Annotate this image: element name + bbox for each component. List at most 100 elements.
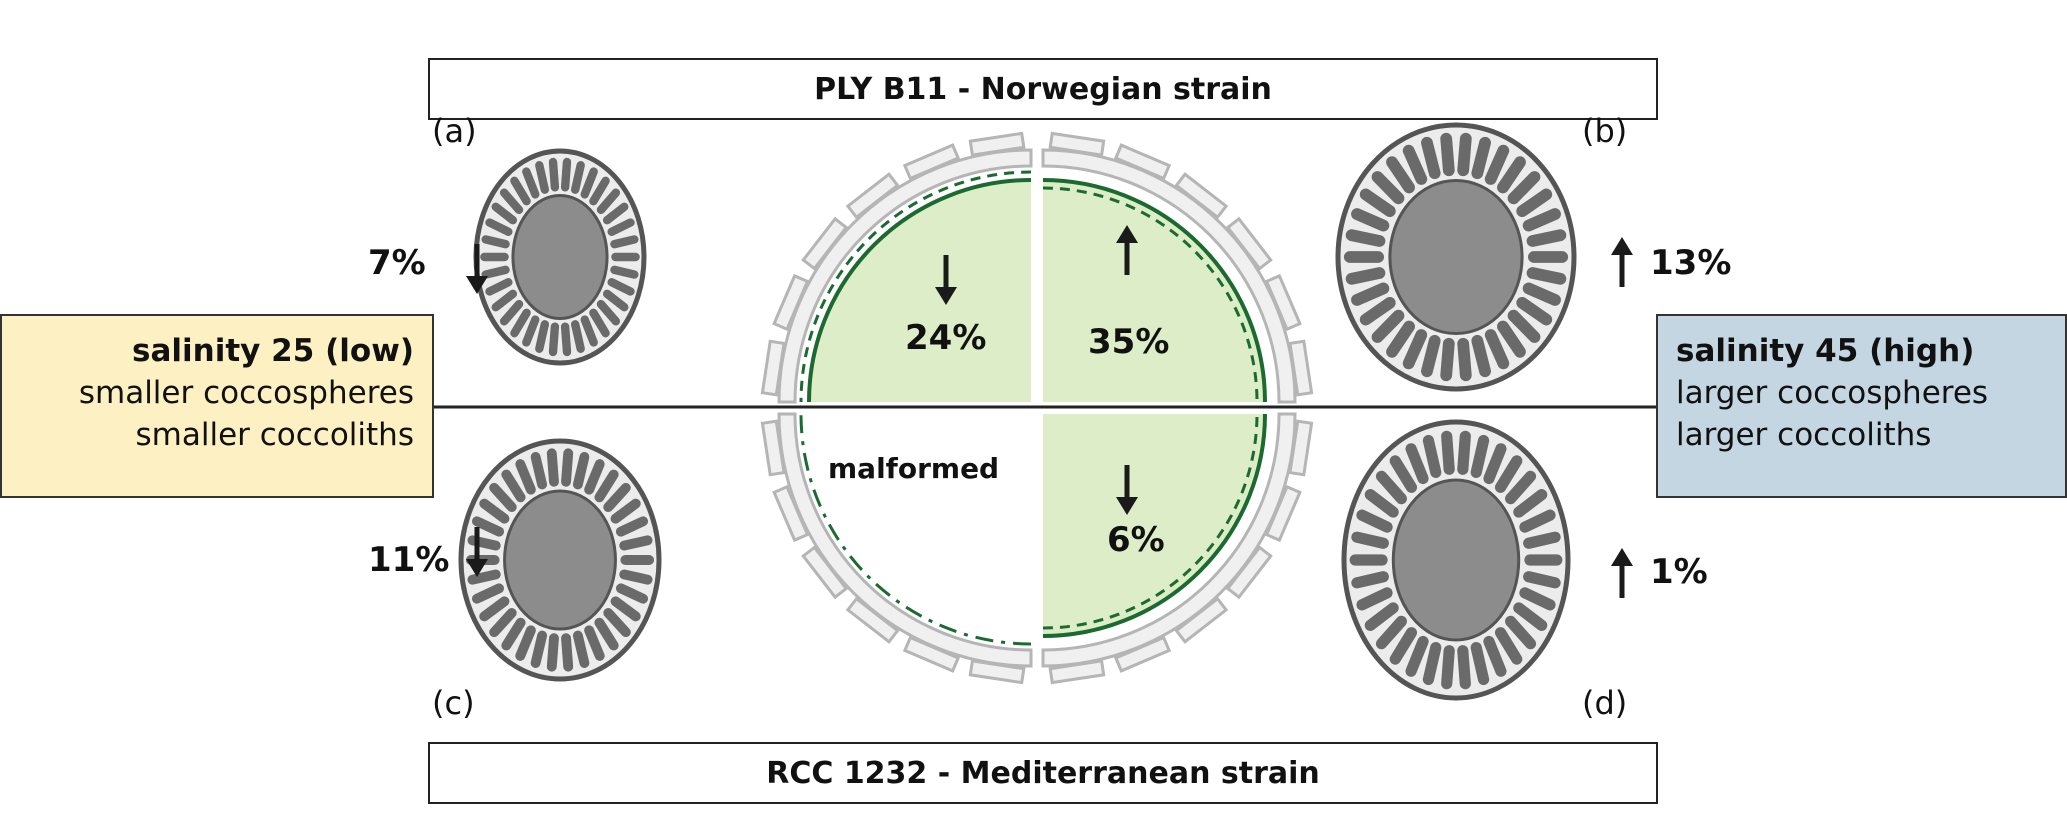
coccolith-element bbox=[530, 630, 548, 668]
coccolith-fragment bbox=[760, 419, 786, 477]
coccolith-element bbox=[1351, 571, 1389, 589]
coccolith-element bbox=[619, 535, 653, 551]
coccolith-element bbox=[491, 202, 518, 225]
coccolith-element bbox=[1513, 489, 1548, 518]
coccolith-element bbox=[1402, 329, 1428, 370]
coccolith-element bbox=[1441, 645, 1455, 690]
change-a: 7% bbox=[368, 243, 426, 283]
coccolith-element bbox=[1351, 282, 1390, 306]
coccolith-element bbox=[1351, 531, 1389, 549]
coccolith-element bbox=[515, 625, 536, 661]
coccolith-element bbox=[1375, 470, 1407, 505]
coccolith-element bbox=[471, 516, 505, 537]
coccolith-element bbox=[1457, 337, 1472, 382]
coccolith-element bbox=[1421, 136, 1441, 180]
coccolith-fragment bbox=[845, 172, 900, 220]
coccolith-element bbox=[467, 569, 501, 585]
coccolith-element bbox=[1497, 156, 1526, 194]
coccosphere-cross-section bbox=[760, 131, 1314, 685]
coccolith-element bbox=[1494, 455, 1523, 493]
low-salinity-line2: smaller coccoliths bbox=[135, 417, 415, 453]
coccolith-fragment bbox=[1264, 484, 1302, 543]
coccolith-element bbox=[594, 617, 619, 651]
panel-label-a: (a) bbox=[432, 112, 477, 150]
coccolith-fragment bbox=[1048, 659, 1106, 685]
coccolith-element bbox=[1470, 642, 1490, 686]
bottom-strain-title: RCC 1232 - Mediterranean strain bbox=[428, 742, 1658, 804]
coccolith-element bbox=[584, 459, 605, 495]
shell-bottom-left bbox=[777, 412, 1033, 668]
coccolith-element bbox=[479, 498, 510, 524]
high-salinity-box: salinity 45 (high) larger coccospheres l… bbox=[1656, 314, 2067, 498]
coccoliths bbox=[458, 122, 1577, 701]
coccolith-element bbox=[491, 289, 518, 312]
coccolith-element bbox=[515, 459, 536, 495]
coccolith-fragment bbox=[968, 131, 1026, 157]
coccolith-element bbox=[1359, 296, 1396, 326]
coccolith-element bbox=[1345, 267, 1386, 285]
coccolith-element bbox=[615, 516, 649, 537]
coccolith-fragment bbox=[968, 659, 1026, 685]
coccolith-element bbox=[615, 583, 649, 604]
coccolith-element bbox=[602, 202, 629, 225]
coccolith-element bbox=[481, 235, 510, 249]
coccolith-element bbox=[1386, 156, 1415, 194]
coccolith-fragment bbox=[1288, 339, 1314, 397]
coccolith-element bbox=[1441, 430, 1455, 475]
top-strain-title: PLY B11 - Norwegian strain bbox=[428, 58, 1658, 120]
high-salinity-line1: larger coccospheres bbox=[1676, 375, 1989, 411]
coccolith-element bbox=[1526, 229, 1567, 247]
coccolith-central-area bbox=[503, 489, 617, 631]
coccolith-fragment bbox=[1048, 131, 1106, 157]
cell-quadrant-bottom-right bbox=[1043, 414, 1265, 636]
coccolith-element bbox=[603, 482, 631, 513]
coccolith-element bbox=[1405, 443, 1429, 485]
coccolith-central-area bbox=[1388, 178, 1524, 336]
coccolith-element bbox=[1356, 509, 1393, 533]
cell-change-bottom-right: 6% bbox=[1107, 520, 1165, 560]
coccolith-element bbox=[1386, 320, 1415, 358]
arrow-down-a-head bbox=[466, 276, 488, 294]
arrow-down-top-left-head bbox=[935, 287, 957, 305]
high-salinity-line2: larger coccoliths bbox=[1676, 417, 1932, 453]
coccolith-element bbox=[1483, 635, 1507, 677]
coccolith-element bbox=[589, 308, 610, 338]
coccolith-fragment bbox=[772, 273, 810, 332]
cell-quadrant-top-right bbox=[1043, 180, 1265, 402]
arrow-down-bottom-right-head bbox=[1116, 497, 1138, 515]
coccolith-element bbox=[1440, 132, 1455, 177]
coccolith-element bbox=[1484, 144, 1510, 185]
change-c: 11% bbox=[368, 540, 450, 580]
coccolith-element bbox=[580, 167, 598, 199]
coccolith-element bbox=[596, 188, 621, 215]
coccolith-element bbox=[501, 469, 526, 503]
coccolith-element bbox=[560, 157, 572, 192]
coccolith-element bbox=[610, 265, 639, 279]
coccolith-element bbox=[1516, 188, 1553, 218]
change-d: 1% bbox=[1650, 552, 1708, 592]
coccolith-element bbox=[510, 176, 531, 206]
high-salinity-title: salinity 45 (high) bbox=[1676, 333, 1975, 369]
coccolith-element bbox=[596, 299, 621, 326]
coccolith-element bbox=[546, 448, 559, 487]
coccolith-element bbox=[1351, 208, 1390, 232]
coccolith-element bbox=[1494, 627, 1523, 665]
coccolith-element bbox=[530, 452, 548, 490]
cell-change-top-left: 24% bbox=[905, 318, 987, 358]
coccolith-element bbox=[1364, 489, 1399, 518]
coccolith-element bbox=[548, 322, 560, 357]
coccolith-element bbox=[1457, 132, 1472, 177]
coccolith-c bbox=[458, 438, 662, 682]
coccolith-element bbox=[522, 167, 540, 199]
coccolith-element bbox=[510, 308, 531, 338]
coccolith-element bbox=[535, 320, 550, 353]
coccolith-element bbox=[1505, 615, 1537, 650]
coccolith-element bbox=[1421, 334, 1441, 378]
coccolith-element bbox=[546, 633, 559, 672]
coccolith-element bbox=[610, 596, 641, 622]
coccolith-element bbox=[594, 469, 619, 503]
coccolith-element bbox=[572, 452, 590, 490]
coccolith-element bbox=[501, 617, 526, 651]
coccolith-a bbox=[473, 148, 647, 366]
coccolith-element bbox=[1497, 320, 1526, 358]
